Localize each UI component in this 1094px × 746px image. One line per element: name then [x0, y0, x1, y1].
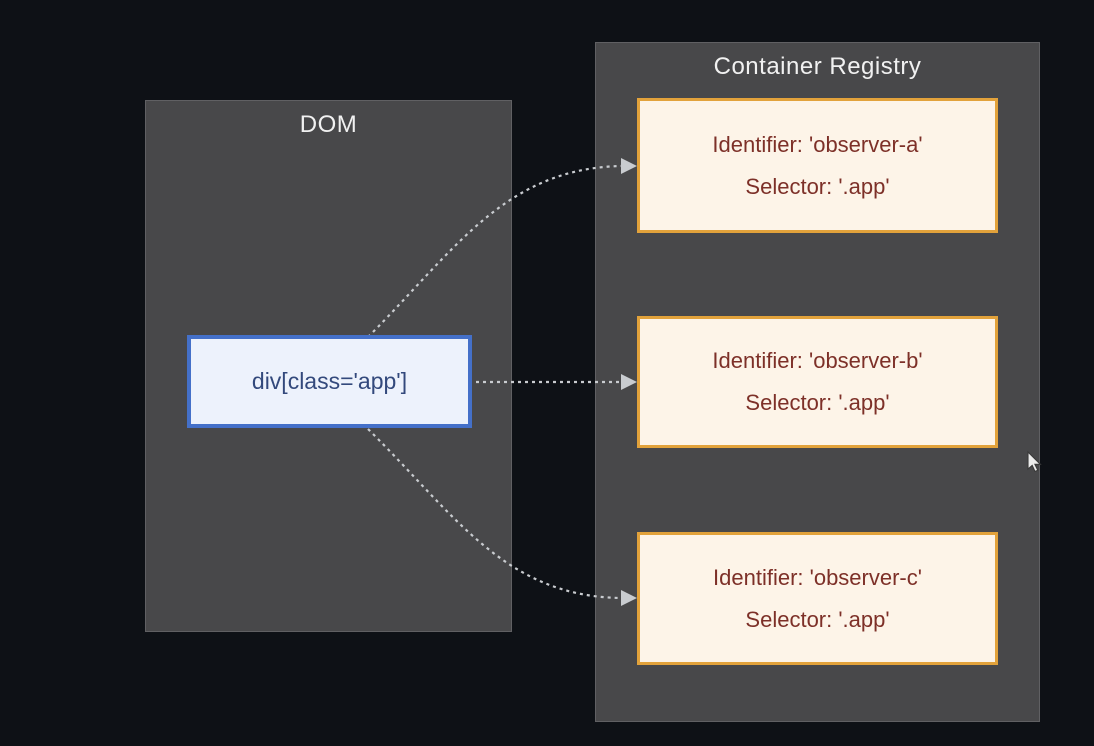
observer-b-selector: Selector: '.app': [745, 390, 890, 415]
dom-panel-title: DOM: [299, 111, 358, 138]
observer-a-identifier: Identifier: 'observer-a': [712, 131, 923, 157]
observer-a-box: Identifier: 'observer-a' Selector: '.app…: [637, 98, 998, 233]
observer-c-selector: Selector: '.app': [745, 606, 890, 632]
observer-b-box: Identifier: 'observer-b' Selector: '.app…: [637, 316, 998, 448]
dom-node-label: div[class='app']: [251, 368, 408, 394]
observer-b-identifier: Identifier: 'observer-b': [712, 348, 923, 373]
dom-node-box: div[class='app']: [187, 335, 472, 428]
observer-c-box: Identifier: 'observer-c' Selector: '.app…: [637, 532, 998, 665]
observer-a-selector: Selector: '.app': [745, 173, 890, 199]
observer-c-identifier: Identifier: 'observer-c': [713, 564, 922, 590]
registry-panel-title: Container Registry: [713, 53, 922, 80]
